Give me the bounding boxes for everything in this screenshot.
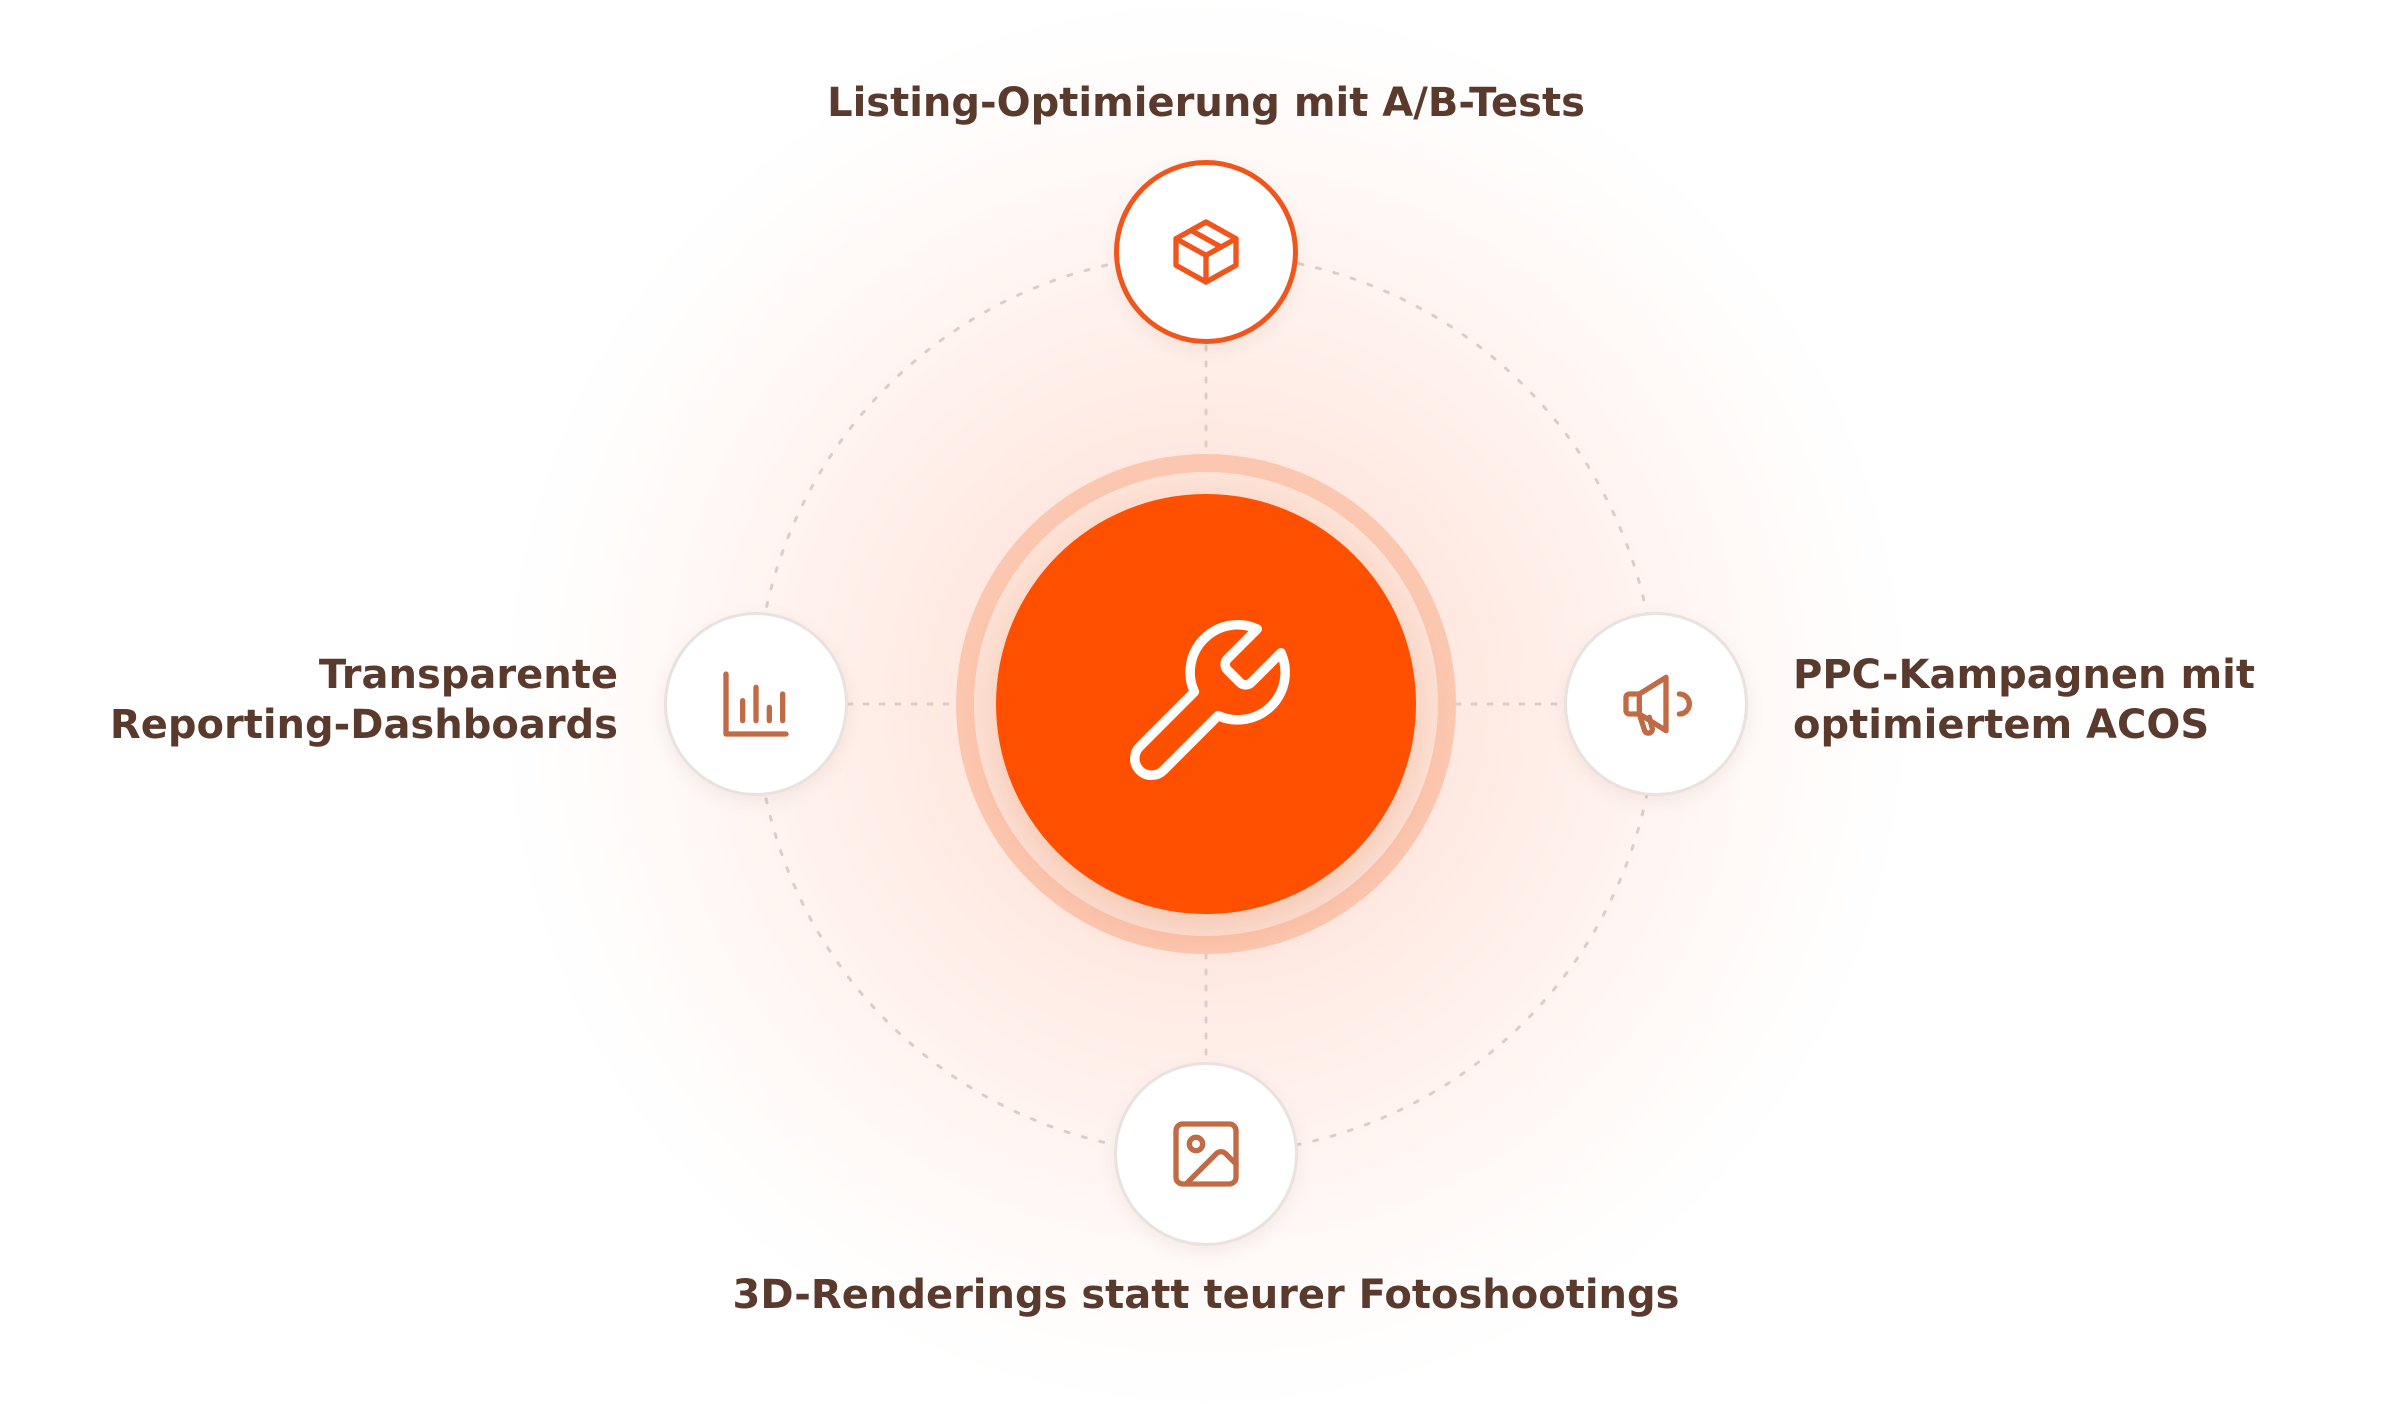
label-reporting-line1: Transparente	[318, 652, 618, 698]
node-listing-optimization	[1114, 160, 1298, 344]
node-3d-renderings	[1114, 1062, 1298, 1246]
wrench-icon	[1130, 620, 1290, 780]
node-ppc-campaigns	[1564, 612, 1748, 796]
image-icon	[1173, 1121, 1239, 1187]
label-ppc-campaigns: PPC-Kampagnen mit optimiertem ACOS	[1793, 650, 2255, 750]
box-icon	[1173, 219, 1239, 285]
label-ppc-line2: optimiertem ACOS	[1793, 702, 2210, 748]
label-ppc-line1: PPC-Kampagnen mit	[1793, 652, 2255, 698]
megaphone-icon	[1623, 674, 1692, 736]
label-reporting-line2: Reporting-Dashboards	[109, 702, 618, 748]
label-3d-renderings: 3D-Renderings statt teurer Fotoshootings	[732, 1272, 1680, 1318]
label-listing-optimization: Listing-Optimierung mit A/B-Tests	[827, 80, 1585, 126]
central-hub	[996, 494, 1416, 914]
bar-chart-icon	[723, 671, 789, 737]
node-reporting-dashboards	[664, 612, 848, 796]
label-reporting-dashboards: Transparente Reporting-Dashboards	[110, 650, 618, 750]
